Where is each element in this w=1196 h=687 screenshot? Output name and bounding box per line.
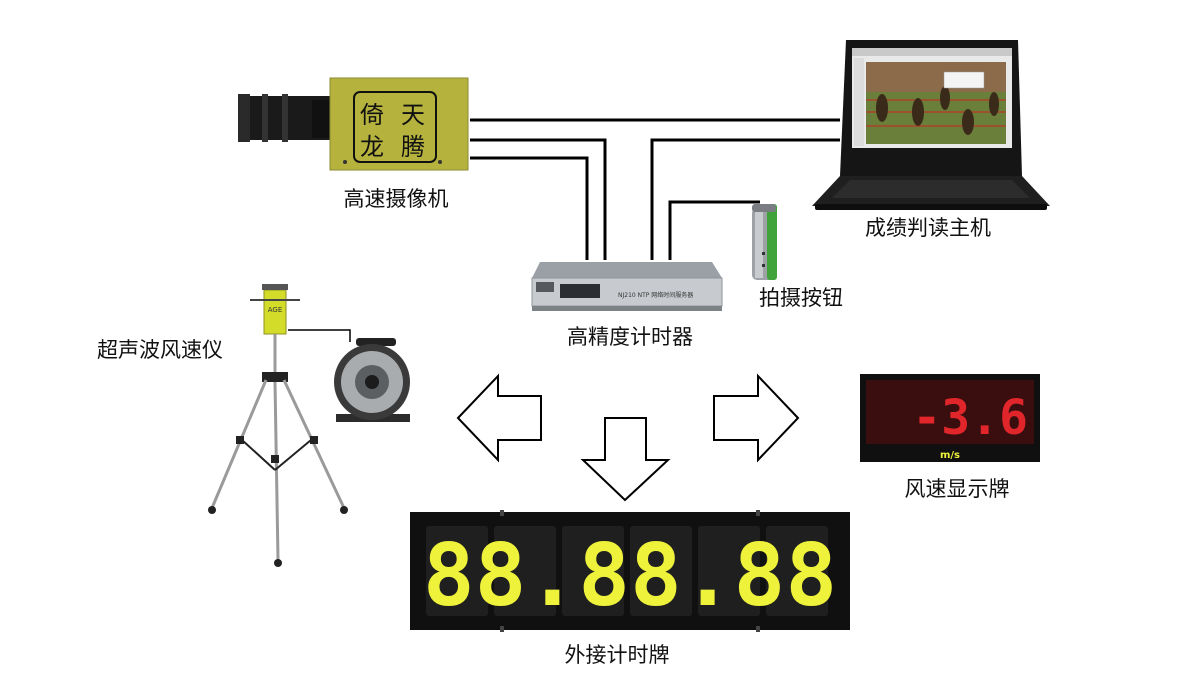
ext-timer-value: 88.88.88 [423,526,837,626]
label-ext-board: 外接计时牌 [565,643,670,667]
camera-logo-char: 倚 [360,101,384,129]
cable-reel [334,338,410,422]
label-wind-board: 风速显示牌 [905,477,1010,501]
trigger-button-device [752,204,777,280]
label-timer: 高精度计时器 [567,325,693,349]
label-host: 成绩判读主机 [865,216,991,240]
wind-speed-unit: m/s [940,450,960,461]
external-timer-board: 88.88.88 [410,510,850,632]
label-camera: 高速摄像机 [344,187,449,211]
laptop-icon [812,40,1050,210]
cables [288,118,840,342]
camera-logo-char: 天 [401,101,425,129]
camera-logo-char: 腾 [401,133,425,161]
label-anemometer: 超声波风速仪 [97,338,223,362]
camera-device: 倚 天 龙 腾 [238,77,469,171]
camera-logo-char: 龙 [360,133,384,161]
label-trigger: 拍摄按钮 [759,286,843,310]
timer-panel-text: NJ210 NTP 网络时间服务器 [618,291,693,299]
precision-timer-device: NJ210 NTP 网络时间服务器 [531,262,723,311]
svg-text:AGE: AGE [268,306,283,314]
wind-speed-board: -3.6 m/s [860,374,1040,462]
arrow-right-icon [713,373,800,463]
anemometer-tripod: AGE [208,284,348,567]
arrow-left-icon [456,373,542,463]
arrow-down-icon [580,417,671,502]
wind-speed-value: -3.6 [912,390,1028,446]
arrows [456,373,800,502]
